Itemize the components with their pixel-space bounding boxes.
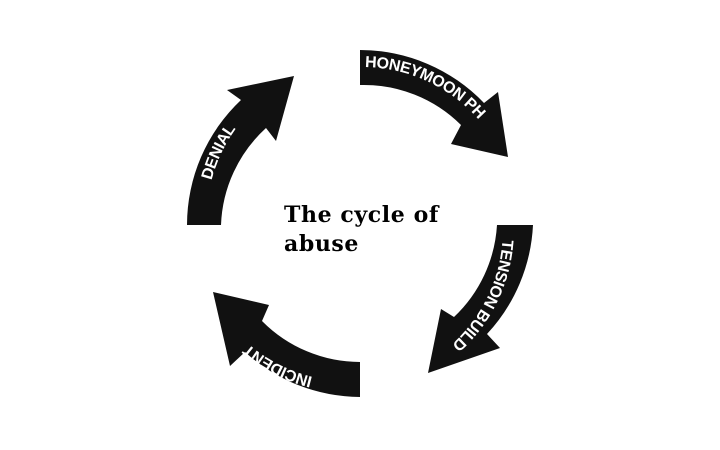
diagram-title: The cycle of abuse [284,202,439,257]
arrow-tension-building [428,225,533,373]
stage-label-tension-building: TENSION BUILDING [0,0,516,354]
arrow-incident [213,292,360,397]
arrow-honeymoon-phase [360,50,508,157]
stage-label-tension-building-path: TENSION BUILDING [0,0,516,354]
arrow-denial [187,76,294,225]
